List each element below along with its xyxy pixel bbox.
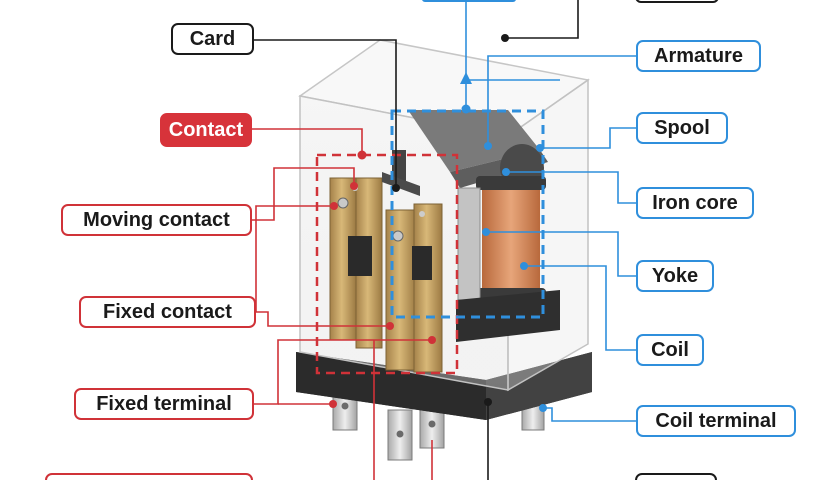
bottom-left-label-stub xyxy=(45,473,253,485)
pin-hole xyxy=(341,402,349,410)
label-spool: Spool xyxy=(636,112,728,144)
contact-group-outline xyxy=(315,153,459,375)
top-right-label-stub xyxy=(635,0,719,3)
terminal-pin xyxy=(387,409,413,461)
label-armature: Armature xyxy=(636,40,761,72)
red-leader-lines xyxy=(252,128,433,480)
label-coil: Coil xyxy=(636,334,704,366)
top-label-tab xyxy=(422,0,516,2)
label-fixed-contact: Fixed contact xyxy=(79,296,256,328)
yoke-plate xyxy=(457,187,481,301)
pin-hole xyxy=(396,430,404,438)
copper-coil xyxy=(482,180,540,296)
black-leader-lines xyxy=(254,0,579,480)
label-yoke: Yoke xyxy=(636,260,714,292)
label-moving-contact: Moving contact xyxy=(61,204,252,236)
label-fixed-terminal: Fixed terminal xyxy=(74,388,254,420)
label-coil-terminal: Coil terminal xyxy=(636,405,796,437)
label-iron-core: Iron core xyxy=(636,187,754,219)
bottom-right-label-stub xyxy=(635,473,717,485)
pin-hole xyxy=(428,420,436,428)
label-contact: Contact xyxy=(160,113,252,147)
blue-leader-lines xyxy=(465,0,636,422)
label-card: Card xyxy=(171,23,254,55)
relay-base xyxy=(296,352,592,420)
contact-assembly xyxy=(329,150,443,373)
